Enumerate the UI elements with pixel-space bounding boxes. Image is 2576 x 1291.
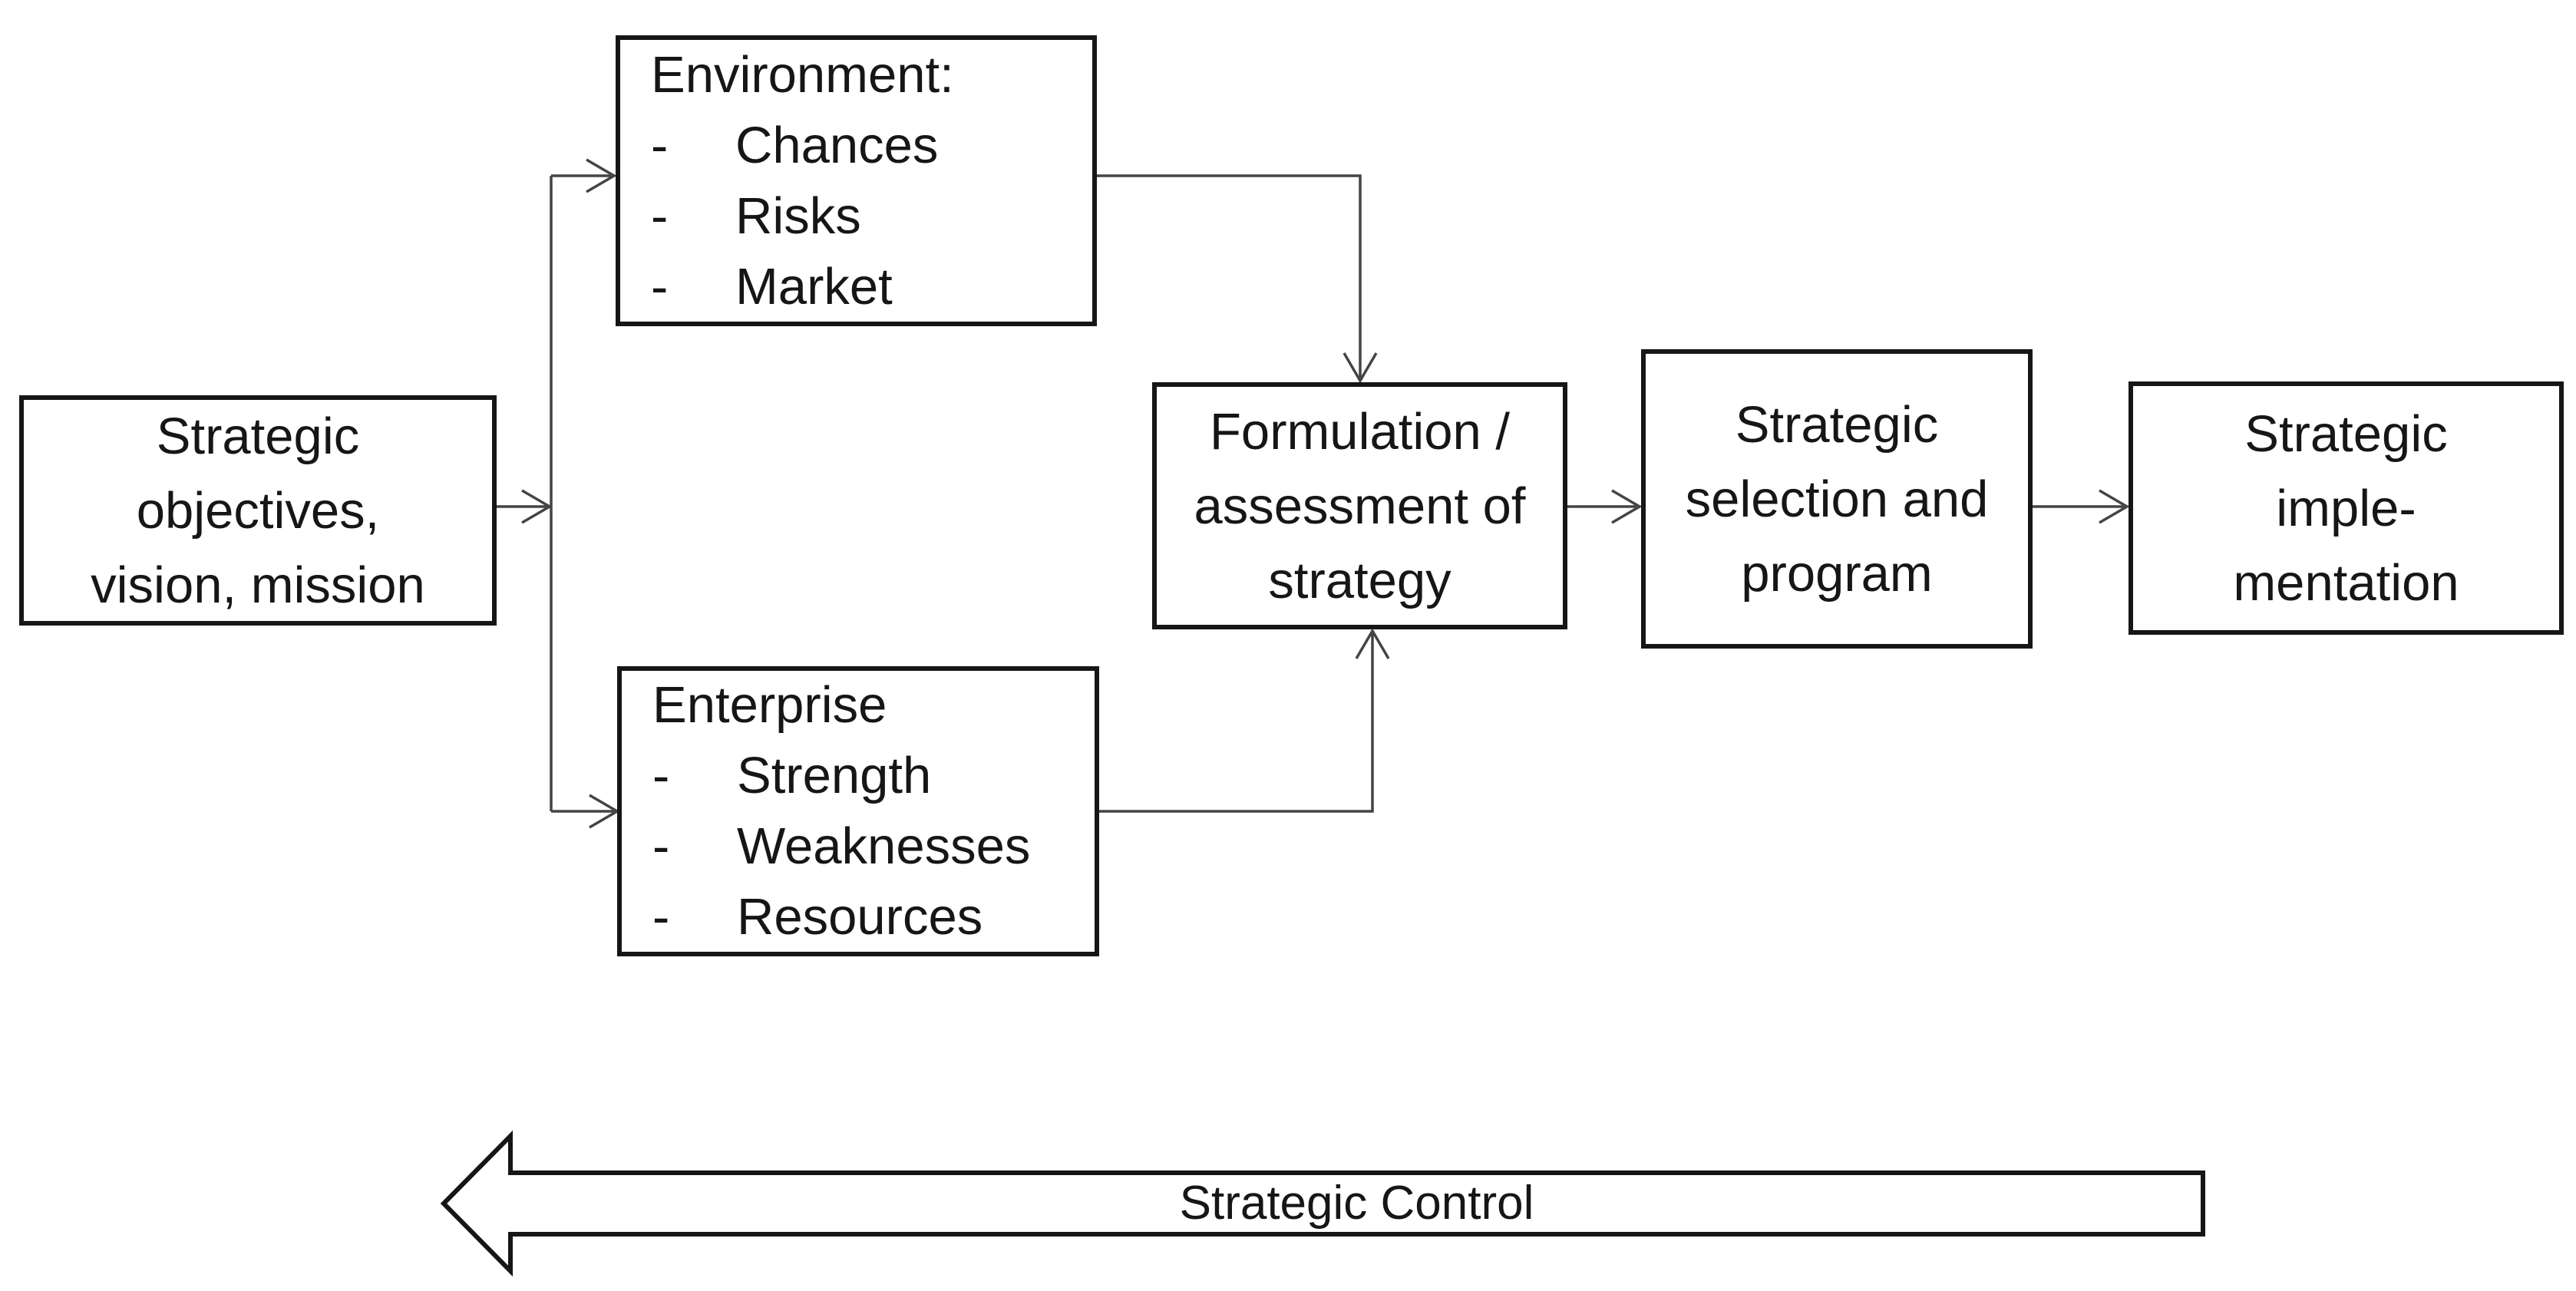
node-text-line: Strategic: [156, 407, 360, 465]
connector-objectives-to-junction: [497, 489, 553, 524]
bullet-label: Market: [735, 257, 893, 315]
node-title: Environment:: [651, 45, 954, 104]
node-text-line: Strategic: [1735, 395, 1939, 454]
node-text-line: Strategic: [2244, 404, 2448, 463]
connector-junction-to-environment: [551, 158, 617, 193]
bullet-item: - Chances: [651, 111, 1085, 181]
bullet-item: - Strength: [652, 741, 1087, 811]
node-text-line: strategy: [1268, 551, 1451, 609]
bullet-item: - Risks: [651, 181, 1085, 252]
bullet-label: Weaknesses: [737, 817, 1031, 875]
node-text-line: program: [1741, 544, 1933, 603]
connector-junction-to-enterprise: [551, 794, 620, 829]
node-strategic-objectives: Strategic objectives, vision, mission: [19, 395, 497, 626]
bullet-dash: -: [651, 116, 669, 174]
node-text-line: mentation: [2233, 553, 2459, 612]
connector-enterprise-to-formulation: [1099, 628, 1390, 813]
node-text-line: imple-: [2276, 479, 2416, 537]
node-environment: Environment: - Chances - Risks - Market: [616, 35, 1097, 326]
bullet-label: Chances: [735, 116, 939, 174]
node-enterprise: Enterprise - Strength - Weaknesses - Res…: [617, 666, 1099, 956]
connector-environment-to-formulation: [1097, 174, 1378, 384]
bullet-item: - Market: [651, 252, 1085, 322]
bullet-item: - Weaknesses: [652, 811, 1087, 882]
bullet-label: Resources: [737, 888, 983, 946]
node-text-line: Formulation /: [1210, 402, 1510, 461]
strategic-control-label: Strategic Control: [1179, 1177, 1534, 1230]
bullet-label: Risks: [735, 187, 861, 245]
node-formulation-assessment: Formulation / assessment of strategy: [1152, 382, 1567, 629]
connector-formulation-to-selection: [1567, 489, 1643, 524]
bullet-dash: -: [652, 817, 670, 875]
strategic-control-arrow-shape: [440, 1130, 2205, 1277]
bullet-dash: -: [651, 257, 669, 315]
node-title: Enterprise: [652, 676, 887, 734]
bullet-label: Strength: [737, 747, 932, 804]
node-text-line: objectives,: [136, 481, 380, 540]
bullet-item: - Resources: [652, 882, 1087, 953]
node-strategic-selection: Strategic selection and program: [1641, 349, 2033, 649]
node-text-line: selection and: [1685, 470, 1989, 528]
connector-selection-to-implementation: [2033, 489, 2130, 524]
bullet-dash: -: [651, 187, 669, 245]
node-text-line: vision, mission: [91, 556, 425, 614]
bullet-dash: -: [652, 888, 670, 946]
node-strategic-implementation: Strategic imple- mentation: [2129, 381, 2564, 635]
node-text-line: assessment of: [1194, 477, 1526, 535]
bullet-dash: -: [652, 747, 670, 804]
